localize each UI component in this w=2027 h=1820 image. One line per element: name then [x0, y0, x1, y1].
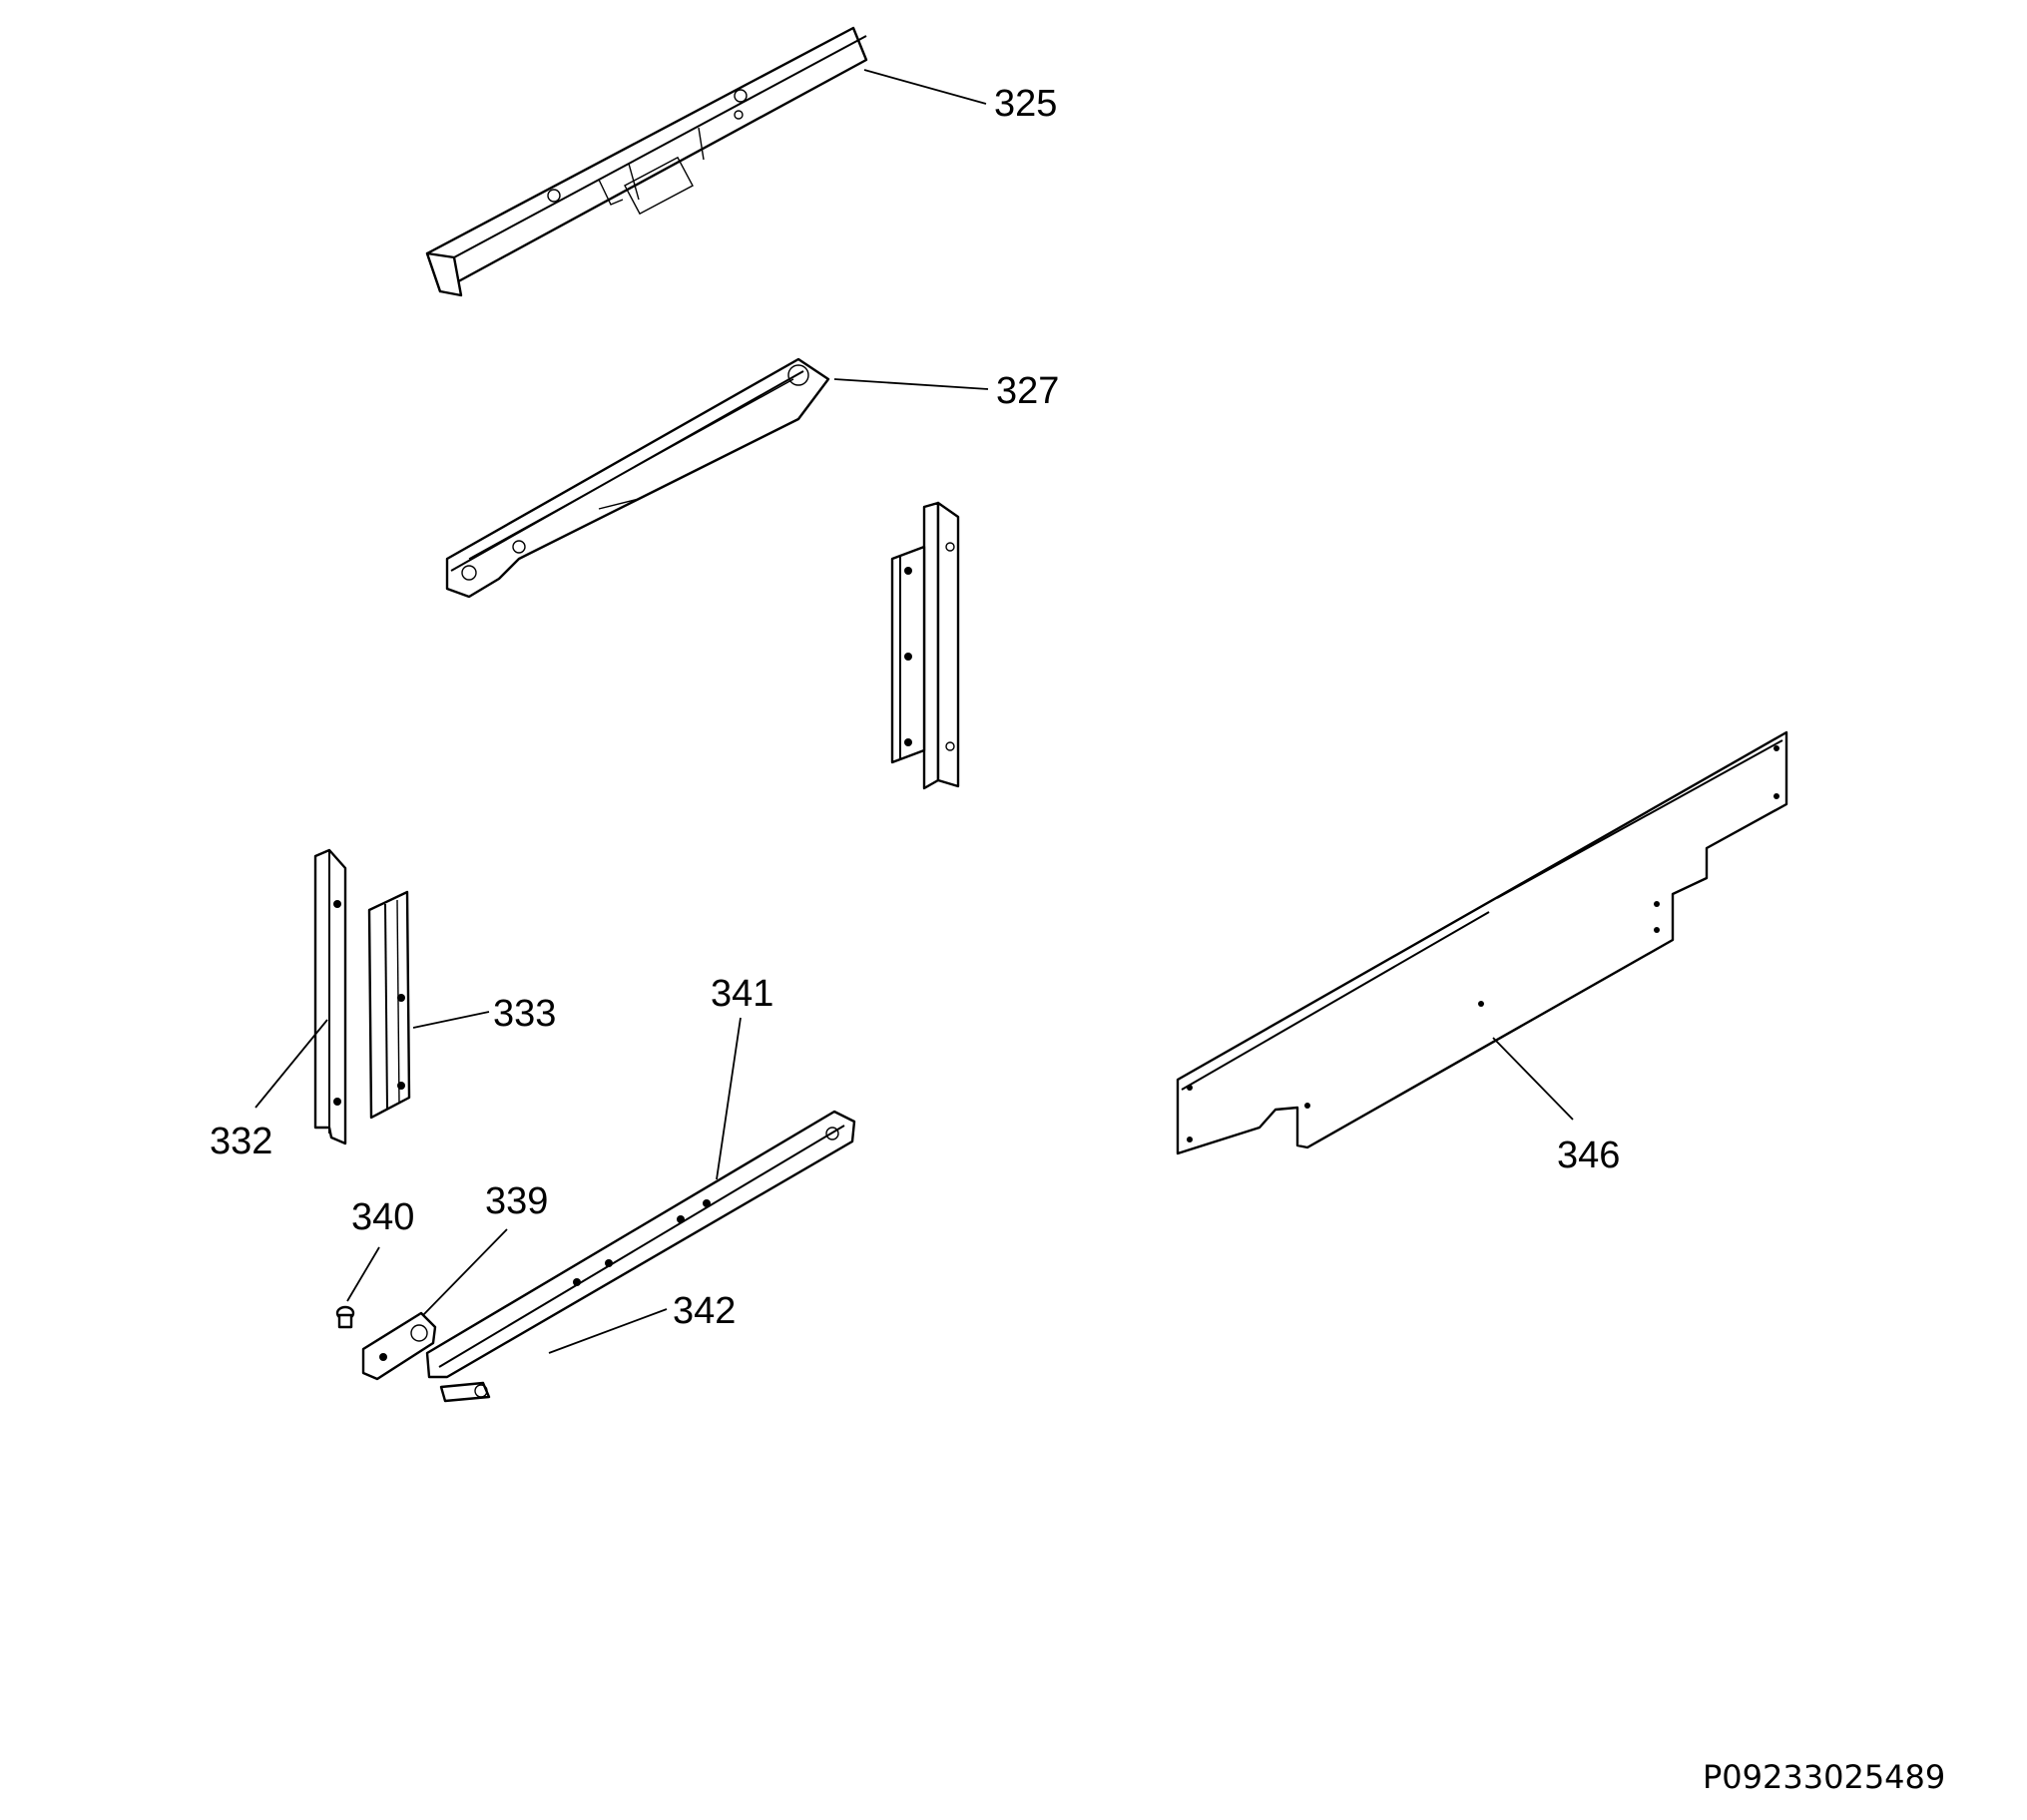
- leader-333: [412, 1011, 490, 1029]
- leader-327: [833, 378, 989, 390]
- leader-332: [254, 1019, 328, 1109]
- drawing-code: P09233025489: [1703, 1758, 1945, 1796]
- part-341-lower-rail[interactable]: [425, 1110, 856, 1379]
- callout-labels: 325 327 332 333 339 340 341 342 346: [210, 83, 1620, 1332]
- callout-325: 325: [994, 83, 1057, 125]
- callout-341: 341: [711, 973, 773, 1015]
- part-340-screw[interactable]: [335, 1305, 355, 1329]
- part-339-mounting-plate[interactable]: [361, 1311, 437, 1381]
- part-333-vertical-strip[interactable]: [367, 890, 411, 1120]
- leader-340: [346, 1246, 380, 1302]
- callout-333: 333: [493, 993, 556, 1035]
- callout-332: 332: [210, 1121, 272, 1162]
- part-vertical-angle-bracket[interactable]: [890, 501, 960, 790]
- callout-339: 339: [485, 1180, 548, 1222]
- callout-327: 327: [996, 370, 1059, 412]
- callout-346: 346: [1557, 1135, 1620, 1176]
- callout-340: 340: [351, 1196, 414, 1238]
- leader-325: [863, 69, 987, 105]
- callout-342: 342: [673, 1290, 736, 1332]
- leader-341: [716, 1017, 742, 1180]
- leader-342: [548, 1308, 668, 1354]
- part-342-rail-pin[interactable]: [439, 1381, 491, 1403]
- part-325-top-rail[interactable]: [425, 26, 868, 297]
- leader-lines: [254, 69, 1574, 1354]
- part-332-vertical-channel[interactable]: [313, 848, 347, 1145]
- leader-339: [422, 1228, 508, 1316]
- part-327-slide-bracket[interactable]: [445, 357, 830, 599]
- leader-346: [1492, 1037, 1574, 1121]
- part-346-large-panel[interactable]: [1176, 730, 1788, 1155]
